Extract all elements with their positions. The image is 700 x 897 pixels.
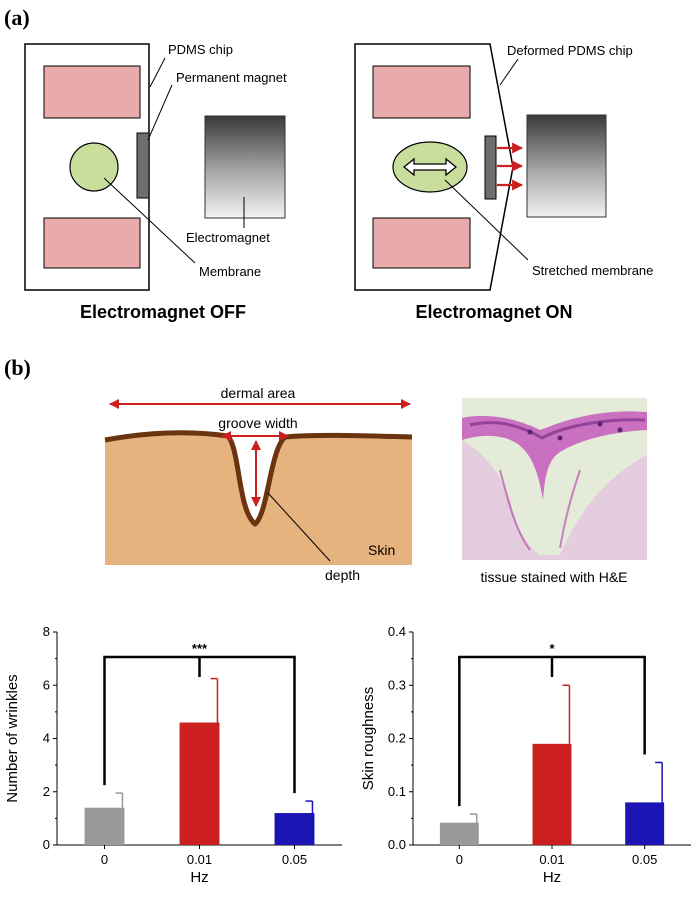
- label-electromagnet: Electromagnet: [186, 230, 270, 245]
- leader-depth: [267, 492, 331, 562]
- caption-off: Electromagnet OFF: [80, 302, 246, 322]
- x-tick-label: 0: [456, 852, 463, 867]
- label-groove-width: groove width: [218, 415, 297, 431]
- significance-label: ***: [192, 641, 208, 656]
- panel-a-tag: (a): [4, 5, 30, 30]
- bar-0: [84, 807, 125, 845]
- tissue-fiber: [499, 469, 531, 551]
- bar-0_01: [179, 722, 220, 845]
- permanent-magnet: [136, 132, 150, 199]
- bar-0: [439, 822, 479, 845]
- leader-stretched-membrane: [444, 179, 529, 261]
- label-depth: depth: [325, 567, 360, 583]
- bar-0_01: [532, 743, 572, 845]
- tissue-stratum: [469, 418, 646, 440]
- tissue-nucleus: [617, 427, 623, 433]
- y-tick-label: 0.0: [388, 837, 406, 852]
- leader-deformed-chip: [499, 58, 519, 86]
- chamber-top: [43, 65, 141, 119]
- tissue-nucleus: [557, 435, 563, 441]
- label-permanent-magnet: Permanent magnet: [176, 70, 287, 85]
- diagram-electromagnet-on: Deformed PDMS chip Stretched membrane El…: [354, 43, 653, 322]
- bar-0_05: [274, 813, 315, 845]
- y-tick-label: 0.3: [388, 677, 406, 692]
- membrane: [69, 142, 119, 192]
- y-tick-label: 0.4: [388, 624, 406, 639]
- chamber-top-on: [372, 65, 471, 119]
- x-tick-label: 0.01: [539, 852, 564, 867]
- y-axis-label: Skin roughness: [360, 687, 377, 790]
- significance-label: *: [549, 641, 555, 656]
- leader-chip: [149, 57, 166, 88]
- y-tick-label: 0.2: [388, 731, 406, 746]
- tissue-nucleus: [527, 429, 533, 435]
- tissue-epidermis: [462, 411, 647, 500]
- label-dermal-area: dermal area: [221, 385, 296, 401]
- label-tissue: tissue stained with H&E: [480, 569, 627, 585]
- y-tick-label: 4: [43, 731, 50, 746]
- caption-on: Electromagnet ON: [415, 302, 572, 322]
- y-tick-label: 2: [43, 784, 50, 799]
- bar-0_05: [625, 802, 665, 845]
- permanent-magnet-on: [484, 135, 497, 200]
- electromagnet-on: [526, 114, 607, 218]
- skin-surface: [104, 430, 413, 527]
- chamber-bottom: [43, 217, 141, 269]
- y-tick-label: 6: [43, 677, 50, 692]
- y-tick-label: 0: [43, 837, 50, 852]
- diagram-electromagnet-off: PDMS chip Permanent magnet Electromagnet…: [24, 42, 287, 322]
- y-axis-label: Number of wrinkles: [4, 674, 21, 802]
- label-pdms-chip: PDMS chip: [168, 42, 233, 57]
- tissue-dermis: [462, 440, 647, 560]
- y-tick-label: 8: [43, 624, 50, 639]
- skin-groove-schematic: dermal area groove width Skin depth: [104, 385, 413, 583]
- x-tick-label: 0.01: [187, 852, 212, 867]
- label-skin: Skin: [368, 542, 395, 558]
- leader-magnet: [147, 84, 173, 141]
- x-tick-label: 0.05: [282, 852, 307, 867]
- label-stretched-membrane: Stretched membrane: [532, 263, 653, 278]
- panel-b-tag: (b): [4, 355, 31, 380]
- skin-region: [105, 432, 412, 565]
- x-tick-label: 0.05: [632, 852, 657, 867]
- y-tick-label: 0.1: [388, 784, 406, 799]
- stretch-arrow-icon: [402, 157, 458, 177]
- he-tissue-image: tissue stained with H&E: [462, 398, 647, 585]
- chamber-bottom-on: [372, 217, 471, 269]
- x-axis-label: Hz: [543, 869, 561, 886]
- label-membrane: Membrane: [199, 264, 261, 279]
- x-axis-label: Hz: [190, 869, 208, 886]
- electromagnet: [204, 115, 286, 219]
- tissue-fiber: [559, 469, 581, 549]
- x-tick-label: 0: [101, 852, 108, 867]
- tissue-nucleus: [597, 421, 603, 427]
- leader-membrane: [103, 177, 196, 264]
- label-deformed-chip: Deformed PDMS chip: [507, 43, 633, 58]
